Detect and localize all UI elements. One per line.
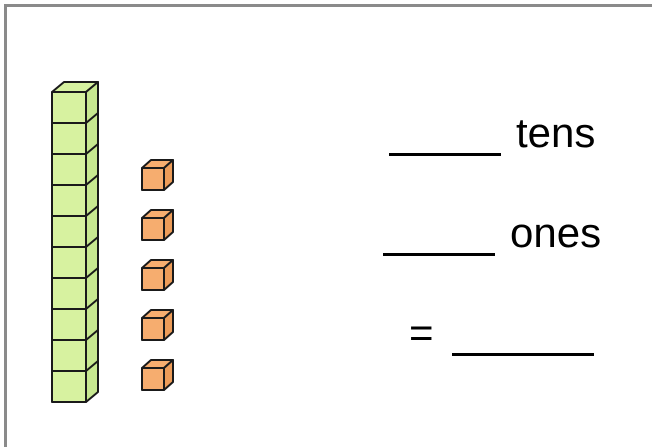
ones-label: ones: [510, 209, 602, 256]
tens-label: tens: [516, 109, 596, 156]
unit-cube-front: [141, 317, 165, 341]
ten-rod-side-division: [85, 360, 99, 372]
unit-cube-side: [163, 159, 174, 191]
ten-rod-side-division: [85, 298, 99, 310]
tens-answer-blank: [389, 153, 501, 156]
ten-rod-side-division: [85, 205, 99, 217]
ten-rod-side-division: [85, 143, 99, 155]
ten-rod-side-division: [85, 174, 99, 186]
unit-cube-side: [163, 259, 174, 291]
equals-sign: =: [409, 309, 434, 356]
ten-rod-side-division: [85, 236, 99, 248]
unit-cube-front: [141, 167, 165, 191]
ten-rod-side-division: [85, 112, 99, 124]
unit-cube-side: [163, 209, 174, 241]
unit-cube-front: [141, 367, 165, 391]
ones-answer-blank: [383, 253, 495, 256]
unit-cube-side: [163, 359, 174, 391]
unit-cube-front: [141, 267, 165, 291]
ten-rod-side-division: [85, 267, 99, 279]
unit-cube-front: [141, 217, 165, 241]
worksheet-frame: [4, 4, 652, 447]
unit-cube-side: [163, 309, 174, 341]
ten-rod-side-division: [85, 329, 99, 341]
total-answer-blank: [452, 353, 594, 356]
